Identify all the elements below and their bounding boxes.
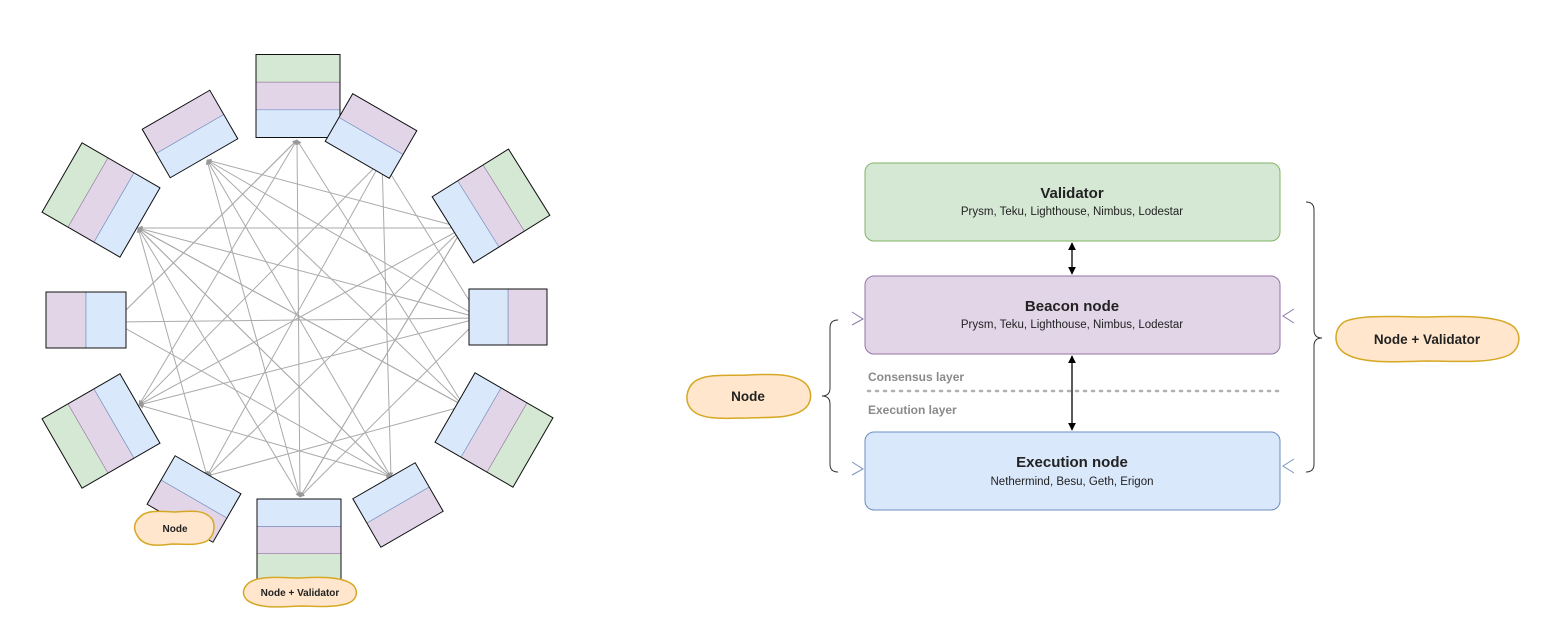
beacon-node-clients: Prysm, Teku, Lighthouse, Nimbus, Lodesta… (961, 319, 1183, 331)
peer-connection (137, 226, 481, 320)
client-stack-diagram: Validator Prysm, Teku, Lighthouse, Nimbu… (686, 162, 1520, 511)
node-legend-bubble-shape (133, 510, 215, 546)
consensus-layer-label: Consensus layer (868, 370, 964, 384)
node-bubble-shape (686, 373, 812, 420)
node-validator-bracket-tick-top (1282, 308, 1295, 324)
node (468, 288, 548, 346)
node-bracket (821, 319, 839, 473)
beacon-node-block: Beacon node Prysm, Teku, Lighthouse, Nim… (864, 275, 1281, 355)
validator-clients: Prysm, Teku, Lighthouse, Nimbus, Lodesta… (961, 206, 1183, 218)
node-border (352, 462, 444, 548)
node-border (41, 142, 161, 258)
node-validator (255, 54, 341, 138)
execution-node-clients: Nethermind, Besu, Geth, Erigon (991, 476, 1154, 488)
peer-connection (137, 227, 392, 478)
node-validator-legend-bubble: Node + Validator (242, 576, 358, 608)
peer-connections (113, 139, 481, 498)
node-bracket-tick-bottom (851, 461, 864, 476)
node-border (434, 372, 554, 488)
execution-node-title: Execution node (1016, 454, 1128, 471)
beacon-layer (507, 288, 548, 346)
node-bubble-label: Node (731, 389, 765, 404)
execution-node-block: Execution node Nethermind, Besu, Geth, E… (864, 431, 1281, 511)
peer-connection (299, 317, 481, 498)
network-nodes (41, 54, 554, 582)
node-border (324, 93, 418, 179)
beacon-layer (45, 291, 87, 349)
p2p-network-diagram: Node Node + Validator (41, 54, 554, 608)
node (352, 462, 444, 548)
node-validator (431, 148, 551, 264)
node-validator-bracket-tick-bottom (1282, 458, 1295, 474)
node-border (141, 89, 239, 179)
execution-layer (256, 498, 342, 527)
peer-connection (113, 321, 392, 478)
node (45, 291, 127, 349)
node-validator-legend-label: Node + Validator (261, 588, 340, 599)
node-border (431, 148, 551, 264)
validator-block-box (864, 162, 1281, 242)
peer-connection (138, 316, 481, 407)
node-validator (41, 142, 161, 258)
peer-connection (206, 159, 383, 477)
execution-layer (468, 288, 509, 346)
execution-layer-label: Execution layer (868, 403, 957, 417)
validator-layer (256, 553, 342, 582)
node-border (41, 373, 161, 489)
node-validator-bubble: Node + Validator (1335, 315, 1520, 363)
beacon-layer (256, 526, 342, 554)
peer-connection (206, 404, 465, 478)
peer-connection (205, 159, 302, 498)
node-validator-legend-bubble-shape (242, 576, 358, 608)
node (324, 93, 418, 179)
node-validator (256, 498, 342, 582)
peer-connection (206, 158, 464, 230)
validator-layer (255, 54, 341, 83)
node-validator (41, 373, 161, 489)
peer-connection (206, 159, 465, 407)
node-legend-bubble: Node (133, 510, 215, 546)
node-legend-label: Node (163, 524, 188, 535)
node (141, 89, 239, 179)
validator-block: Validator Prysm, Teku, Lighthouse, Nimbu… (864, 162, 1281, 242)
peer-connection (137, 227, 301, 498)
execution-node-block-box (864, 431, 1281, 511)
node-border (255, 54, 341, 138)
execution-layer (85, 291, 127, 349)
beacon-layer (255, 81, 341, 111)
peer-connection (206, 159, 481, 319)
node-bubble: Node (686, 373, 812, 420)
validator-title: Validator (1040, 185, 1104, 202)
node-validator (434, 372, 554, 488)
beacon-node-title: Beacon node (1025, 298, 1119, 315)
node-border (468, 288, 548, 346)
node-validator-bubble-label: Node + Validator (1374, 332, 1481, 347)
node-border (45, 291, 127, 349)
execution-layer (255, 109, 341, 138)
node-validator-bubble-shape (1335, 315, 1520, 363)
node-validator-bracket (1305, 201, 1323, 473)
node-bracket-tick-top (851, 311, 864, 326)
beacon-node-block-box (864, 275, 1281, 355)
